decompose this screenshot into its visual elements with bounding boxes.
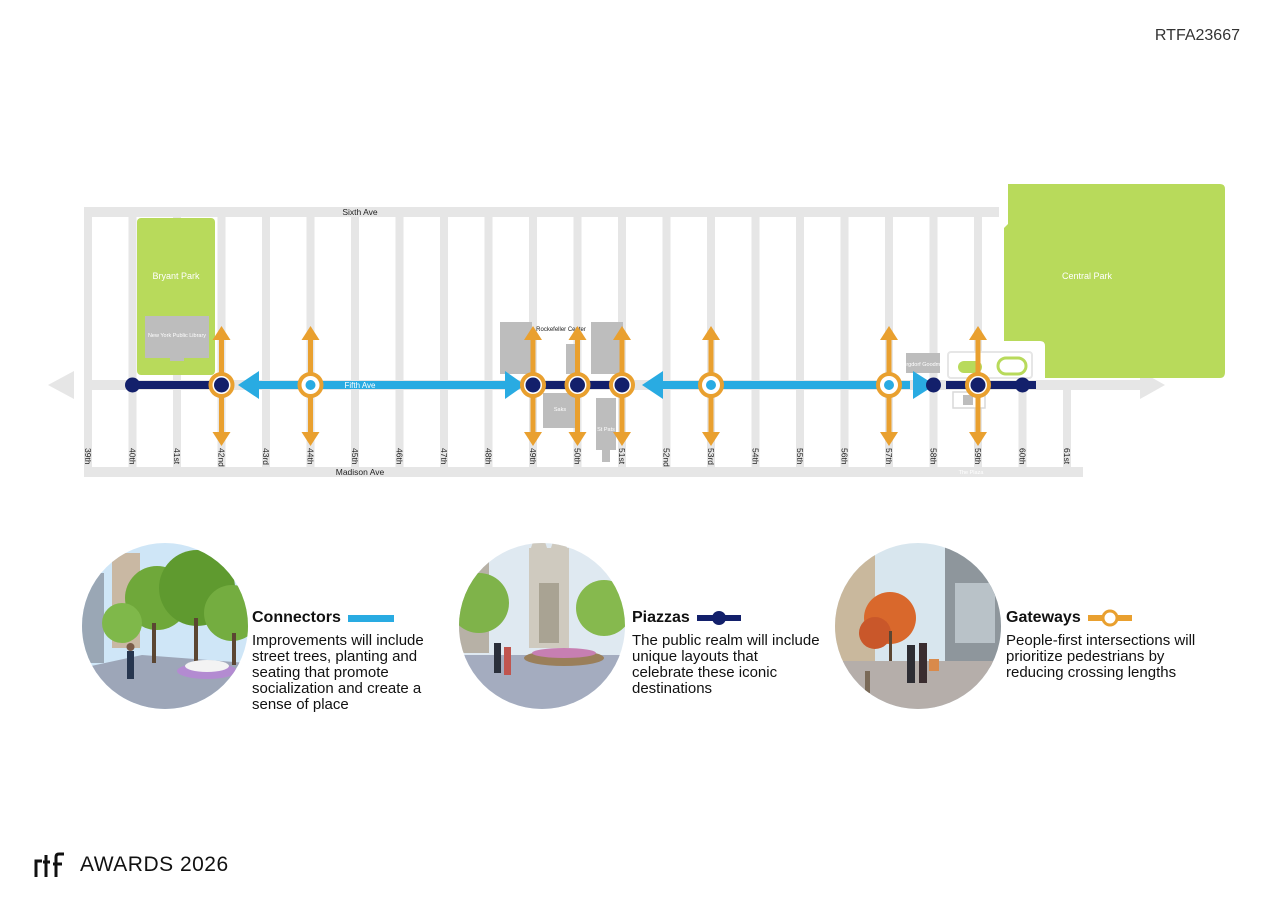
piazza-segment [132,381,224,389]
library-label: New York Public Library [148,333,206,339]
bryant-park-label: Bryant Park [152,271,200,281]
street-label: 50th [573,448,583,465]
street-label: 45th [350,448,360,465]
street-48th [484,207,493,477]
library-building: New York Public Library [145,316,209,361]
bergdorf-building: Bergdorf Goodman [900,353,947,373]
sixth-ave-label: Sixth Ave [342,207,378,217]
central-park-label: Central Park [1062,271,1113,281]
piazza-node-49th [525,377,541,393]
street-55th [796,207,804,477]
connector-arrow-east [505,371,525,399]
legend-title-piazzas: Piazzas [632,609,690,626]
gateways-photo [835,543,1001,709]
plaza-label: The Plaza [959,470,985,476]
piazza-node-icon [696,611,741,625]
legend-title-gateways: Gateways [1006,609,1081,626]
saks-building: Saks [543,393,577,428]
bergdorf-label: Bergdorf Goodman [900,362,947,368]
plaza-area: The Plaza [947,351,1033,476]
cathedral-plaza-image [459,543,625,709]
gateway-ring-icon [1087,609,1132,627]
st-pats-label: St Pats [597,427,615,433]
apple-cube-icon [963,395,973,405]
connectors [238,371,935,399]
brand-text: AWARDS 2026 [80,853,229,876]
street-label: 51st [617,448,627,465]
saks-label: Saks [554,407,566,413]
street-label: 57th [884,448,894,465]
street-56th [840,207,849,477]
piazza-node-40th [125,377,140,393]
street-40th [128,207,137,477]
madison-ave-label: Madison Ave [336,467,385,477]
street-label: 58th [929,448,939,465]
connector-segment [254,381,510,389]
legend-desc-connectors: Improvements will include street trees, … [252,632,424,713]
sixth-ave-road [85,207,999,217]
street-60th [1018,385,1027,477]
connectors-photo [82,543,248,709]
street-46th [395,207,404,477]
street-label: 43rd [261,448,271,465]
intersection-image [835,543,1001,709]
madison-ave-road [85,467,1083,477]
connector-node-53rd [706,380,716,390]
fifth-ave-map: Bryant Park Central Park New York Public… [48,184,1225,477]
street-label: 54th [751,448,761,465]
rtf-logo-icon [34,852,64,877]
street-54th [751,207,760,477]
street-label: 52nd [662,448,672,467]
central-park [1004,184,1225,378]
piazzas-photo [459,543,625,709]
legend-title-connectors: Connectors [252,609,341,626]
street-label: 42nd [217,448,227,467]
connector-node-57th [884,380,894,390]
street-label: 53rd [706,448,716,465]
piazza-node-42nd [214,377,229,393]
street-52nd [662,207,671,477]
street-label: 59th [973,448,983,465]
street-label: 48th [484,448,494,465]
street-label: 44th [306,448,316,465]
brand-footer: AWARDS 2026 [34,851,229,879]
street-43rd [262,207,270,477]
street-label: 47th [439,448,449,465]
connector-arrow-west [642,371,663,399]
connector-node-44th [305,380,316,390]
street-label: 46th [395,448,405,465]
street-trees-image [82,543,248,709]
st-pats-building: St Pats [596,398,616,462]
legend-desc-gateways: People-first intersections will prioriti… [1006,632,1196,681]
connector-segment [660,381,910,389]
street-label: 60th [1018,448,1028,465]
piazza-node-59th [970,377,986,393]
street-label: 41st [172,448,182,465]
connector-arrow-west [238,371,259,399]
legend-desc-piazzas: The public realm will include unique lay… [632,632,820,697]
street-61st [1063,385,1071,477]
street-47th [440,207,448,477]
piazza-node-50th [570,377,585,393]
street-label: 56th [840,448,850,465]
street-45th [351,207,359,477]
piazza-node-60th [1015,377,1030,393]
street-39th [84,207,92,477]
street-label: 55th [795,448,805,465]
rockefeller-buildings: Rockefeller Center [500,322,623,374]
fifth-ave-west-arrow [48,371,74,399]
document-id: RTFA23667 [1154,27,1240,44]
connector-arrow-east [913,371,935,399]
street-label: 40th [128,448,138,465]
street-label: 61st [1062,448,1072,465]
rockefeller-label: Rockefeller Center [536,327,586,333]
piazza-node-58th [926,377,941,393]
street-58th [929,207,938,477]
street-label: 49th [528,448,538,465]
piazza-node-51st [614,377,630,393]
fifth-ave-label: Fifth Ave [345,381,377,390]
street-label: 39th [83,448,93,465]
connector-line-icon [347,615,394,622]
